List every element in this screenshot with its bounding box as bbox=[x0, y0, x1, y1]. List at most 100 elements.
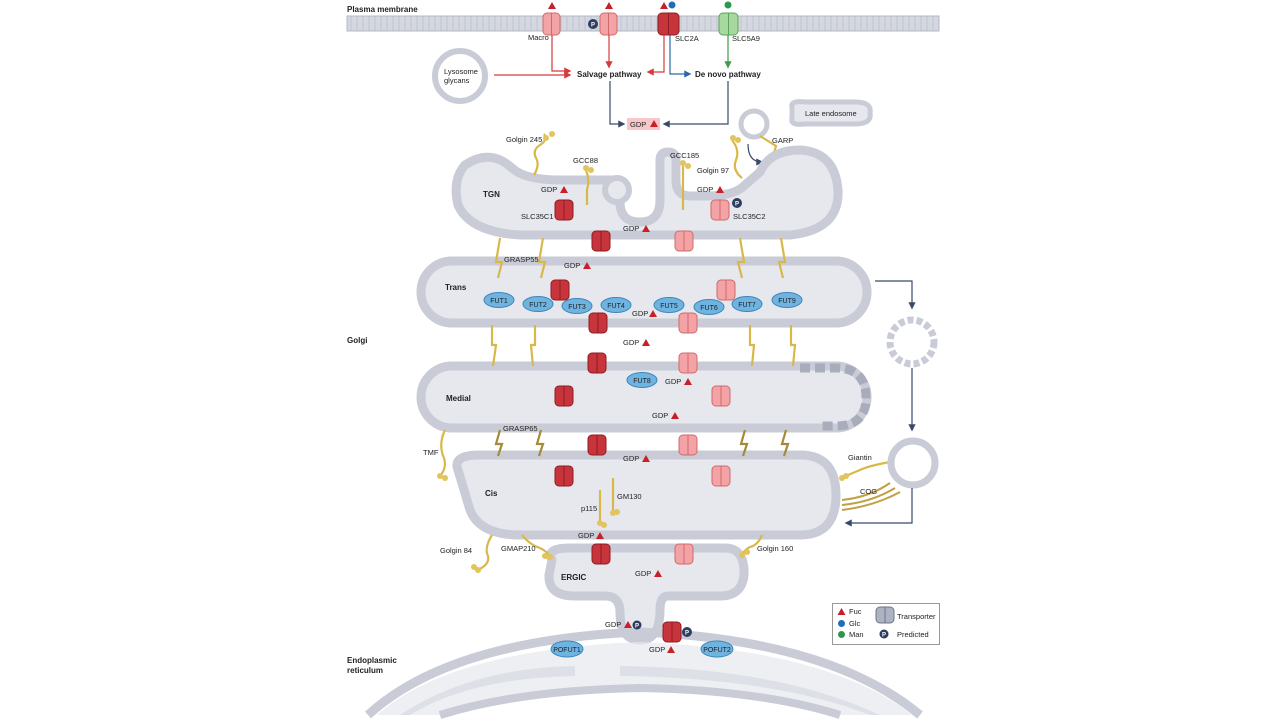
slc2a-transporter bbox=[657, 12, 680, 36]
golgi-transporter-dark bbox=[587, 352, 607, 374]
golgi-transporter-light bbox=[678, 434, 698, 456]
slc2a-label: SLC2A bbox=[675, 34, 699, 43]
golgin97-label: Golgin 97 bbox=[697, 166, 729, 175]
fucose-icon bbox=[605, 2, 613, 9]
grasp55-tether-2 bbox=[537, 237, 547, 279]
gdp-fucose: GDP bbox=[665, 377, 692, 386]
fut8-enzyme: FUT8 bbox=[626, 372, 658, 388]
cog-complex bbox=[841, 482, 901, 511]
trans-medial-tether-3 bbox=[748, 325, 756, 367]
endoplasmic-reticulum bbox=[364, 627, 923, 719]
legend-glc: Glc bbox=[849, 619, 861, 628]
gdp-fucose-cytosol: GDP bbox=[627, 118, 660, 130]
svg-text:GDP: GDP bbox=[649, 645, 665, 654]
ergic-label: ERGIC bbox=[561, 573, 587, 582]
er-label-2: reticulum bbox=[347, 666, 383, 675]
trans-medial-tether-1 bbox=[490, 325, 498, 367]
giantin-tether bbox=[841, 460, 891, 479]
svg-text:GDP: GDP bbox=[623, 454, 639, 463]
gdp-fucose: GDP bbox=[697, 185, 724, 194]
trans-medial-tether-4 bbox=[789, 325, 797, 367]
golgi-transporter-light bbox=[678, 312, 698, 334]
svg-text:GDP: GDP bbox=[632, 309, 648, 318]
golgi-transporter-light bbox=[674, 230, 694, 252]
trans-label: Trans bbox=[445, 283, 467, 292]
coated-vesicle bbox=[886, 316, 938, 368]
pofut1-enzyme: POFUT1 bbox=[550, 640, 584, 658]
grasp55-tether-1 bbox=[494, 237, 504, 279]
late-endosome bbox=[789, 99, 873, 127]
svg-text:FUT6: FUT6 bbox=[700, 305, 718, 312]
golgin160-tether bbox=[740, 534, 764, 556]
svg-text:GDP: GDP bbox=[578, 531, 594, 540]
medial-cisterna bbox=[416, 361, 872, 433]
grasp55-tether-3 bbox=[736, 237, 746, 279]
golgi-transporter-light bbox=[716, 279, 736, 301]
gcc185-label: GCC185 bbox=[670, 151, 699, 160]
macro-transporter bbox=[542, 12, 561, 36]
gdp-fucose: GDP bbox=[635, 569, 662, 578]
cis-cisterna bbox=[452, 450, 841, 540]
golgi-transporter-dark bbox=[591, 230, 611, 252]
predicted-p-badge-pm: P bbox=[588, 19, 598, 29]
golgi-transporter-light bbox=[711, 385, 731, 407]
svg-text:GDP: GDP bbox=[605, 620, 621, 629]
ergic-compartment bbox=[544, 543, 749, 645]
svg-text:FUT5: FUT5 bbox=[660, 303, 678, 310]
plasma-membrane bbox=[346, 15, 940, 32]
garp-vesicle bbox=[738, 108, 770, 140]
svg-text:POFUT1: POFUT1 bbox=[553, 647, 581, 654]
svg-text:FUT2: FUT2 bbox=[529, 302, 547, 309]
fut9-enzyme: FUT9 bbox=[771, 292, 803, 308]
lysosome-glycans-label-2: glycans bbox=[444, 76, 470, 85]
tgn-coated-bud bbox=[602, 175, 632, 205]
gm130-label: GM130 bbox=[617, 492, 642, 501]
svg-text:GDP: GDP bbox=[635, 569, 651, 578]
svg-text:P: P bbox=[591, 23, 595, 29]
grasp55-tether-4 bbox=[777, 237, 787, 279]
golgin-tethers bbox=[439, 133, 891, 571]
gmap210-label: GMAP210 bbox=[501, 544, 536, 553]
denovo-to-gdp-arrow bbox=[662, 81, 729, 128]
tether-heads bbox=[437, 131, 849, 573]
golgin84-label: Golgin 84 bbox=[440, 546, 472, 555]
svg-text:P: P bbox=[635, 624, 639, 630]
svg-text:GDP: GDP bbox=[697, 185, 713, 194]
svg-text:GDP: GDP bbox=[564, 261, 580, 270]
glucose-legend-icon bbox=[838, 620, 845, 627]
svg-text:FUT8: FUT8 bbox=[633, 378, 651, 385]
slc35c1-label: SLC35C1 bbox=[521, 212, 554, 221]
fut5-enzyme: FUT5 bbox=[653, 297, 685, 313]
golgi-transporter-dark bbox=[554, 465, 574, 487]
svg-text:FUT7: FUT7 bbox=[738, 302, 756, 309]
legend-predicted: Predicted bbox=[897, 630, 929, 639]
lysosome-glycans-label-1: Lysosome bbox=[444, 67, 478, 76]
gdp-fucose: GDP bbox=[652, 411, 679, 420]
tmf-label: TMF bbox=[423, 448, 439, 457]
garp-label: GARP bbox=[772, 136, 793, 145]
slc35c2-transporter-tgn bbox=[710, 199, 730, 221]
svg-text:GDP: GDP bbox=[665, 377, 681, 386]
predicted-p-badge-tgn: P bbox=[732, 198, 742, 208]
gdp-fucose: GDP bbox=[623, 224, 650, 233]
fut6-enzyme: FUT6 bbox=[693, 299, 725, 315]
legend: Fuc Glc Man Transporter P Predicted bbox=[832, 603, 940, 645]
gdp-fucose: GDP bbox=[578, 531, 604, 540]
slc5a9-transporter bbox=[718, 12, 739, 36]
fucose-icon bbox=[548, 2, 556, 9]
fut1-enzyme: FUT1 bbox=[483, 292, 515, 308]
svg-text:P: P bbox=[882, 632, 886, 638]
svg-text:GDP: GDP bbox=[652, 411, 668, 420]
svg-text:GDP: GDP bbox=[623, 224, 639, 233]
retrograde-arrow-3 bbox=[844, 488, 913, 527]
fut7-enzyme: FUT7 bbox=[731, 296, 763, 312]
svg-text:FUT3: FUT3 bbox=[568, 304, 586, 311]
mannose-icon bbox=[724, 1, 732, 9]
svg-text:FUT4: FUT4 bbox=[607, 303, 625, 310]
gdp-fucose: GDP bbox=[541, 185, 568, 194]
golgi-transporter-dark bbox=[587, 434, 607, 456]
macro-to-salvage-arrow bbox=[551, 35, 572, 75]
slc35c1-transporter-tgn bbox=[554, 199, 574, 221]
